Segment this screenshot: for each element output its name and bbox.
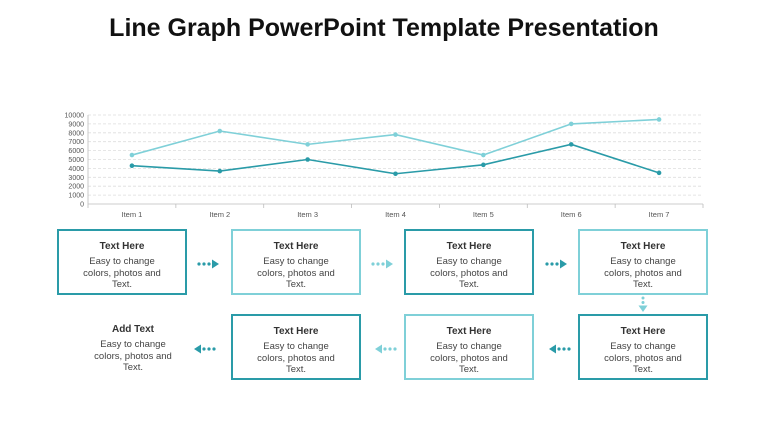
y-tick-label: 6000 xyxy=(68,148,84,155)
step-body: Easy to change colors, photos and Text. xyxy=(257,256,335,290)
x-tick-label: Item 7 xyxy=(649,210,670,219)
page-title: Line Graph PowerPoint Template Presentat… xyxy=(109,14,659,42)
x-tick-label: Item 6 xyxy=(561,210,582,219)
data-point xyxy=(568,142,574,147)
step-box-2: Text Here Easy to change colors, photos … xyxy=(231,229,361,295)
y-tick-label: 7000 xyxy=(68,139,84,146)
data-point xyxy=(393,132,398,137)
arrow-right-icon xyxy=(545,259,567,269)
step-box-6: Text Here Easy to change colors, photos … xyxy=(404,314,534,380)
y-tick-label: 0 xyxy=(80,202,84,209)
data-point xyxy=(481,162,486,168)
line-chart: 0 1000 2000 3000 4000 5000 6000 7000 8000 9000100… xyxy=(65,113,704,219)
arrow-left-icon xyxy=(194,344,216,354)
step-box-7: Text Here Easy to change colors, photos … xyxy=(231,314,361,380)
arrow-right-icon xyxy=(371,259,393,269)
data-point xyxy=(217,128,223,134)
add-text-block: Add Text Easy to change colors, photos a… xyxy=(88,324,178,374)
y-tick-label: 10000 xyxy=(65,113,85,120)
step-heading: Text Here xyxy=(446,326,492,337)
data-point xyxy=(217,168,223,174)
step-heading: Text Here xyxy=(99,241,145,252)
x-tick-label: Item 4 xyxy=(385,210,406,219)
step-body: Easy to change colors, photos and Text. xyxy=(83,256,161,290)
arrow-down-icon xyxy=(638,296,648,312)
data-point xyxy=(656,170,662,176)
data-point xyxy=(305,157,310,162)
data-point xyxy=(393,171,398,177)
step-box-5: Text Here Easy to change colors, photos … xyxy=(578,314,708,380)
y-tick-label: 2000 xyxy=(68,184,84,191)
arrow-left-icon xyxy=(375,344,397,354)
series-line-2 xyxy=(131,143,660,175)
y-tick-label: 3000 xyxy=(68,175,84,182)
step-heading: Text Here xyxy=(273,326,319,337)
x-tick-label: Item 5 xyxy=(473,210,494,219)
x-tick-label: Item 3 xyxy=(297,210,318,219)
y-tick-label: 4000 xyxy=(68,166,84,173)
data-point xyxy=(656,117,662,122)
arrow-left-icon xyxy=(549,344,571,354)
add-text-body: Easy to change colors, photos and Text. xyxy=(94,339,172,373)
step-body: Easy to change colors, photos and Text. xyxy=(257,341,335,375)
step-heading: Text Here xyxy=(620,326,666,337)
y-tick-label: 5000 xyxy=(68,157,84,164)
step-body: Easy to change colors, photos and Text. xyxy=(604,256,682,290)
step-heading: Text Here xyxy=(273,241,319,252)
series-line-1 xyxy=(131,118,660,156)
data-point xyxy=(305,142,310,147)
step-box-3: Text Here Easy to change colors, photos … xyxy=(404,229,534,295)
x-tick-label: Item 1 xyxy=(122,210,143,219)
arrow-right-icon xyxy=(197,259,219,269)
data-point xyxy=(129,163,135,169)
data-point xyxy=(568,121,574,127)
step-heading: Text Here xyxy=(446,241,492,252)
y-tick-label: 9000 xyxy=(68,121,84,128)
step-box-4: Text Here Easy to change colors, photos … xyxy=(578,229,708,295)
data-point xyxy=(129,152,135,158)
step-box-1: Text Here Easy to change colors, photos … xyxy=(57,229,187,295)
add-text-heading: Add Text xyxy=(111,324,155,335)
step-heading: Text Here xyxy=(620,241,666,252)
step-body: Easy to change colors, photos and Text. xyxy=(430,341,508,375)
step-body: Easy to change colors, photos and Text. xyxy=(430,256,508,290)
data-point xyxy=(481,152,486,158)
y-tick-label: 1000 xyxy=(68,193,84,200)
x-tick-label: Item 2 xyxy=(209,210,230,219)
y-tick-label: 8000 xyxy=(68,130,84,137)
step-body: Easy to change colors, photos and Text. xyxy=(604,341,682,375)
